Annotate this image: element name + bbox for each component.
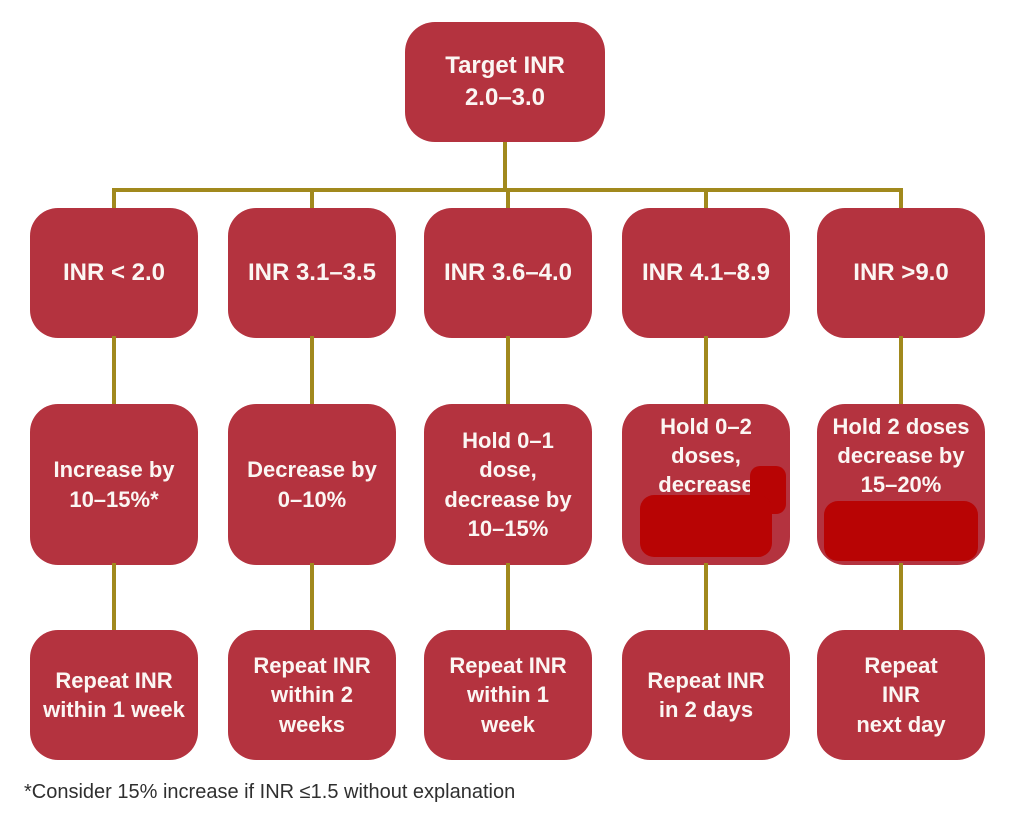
node-target-inr-label: Target INR 2.0–3.0 — [445, 51, 565, 111]
connector-action-followup-3 — [506, 563, 510, 632]
node-condition-5-label: INR >9.0 — [853, 259, 949, 287]
node-condition-4: INR 4.1–8.9 — [622, 208, 790, 338]
connector-root-drop — [503, 142, 507, 190]
node-condition-3: INR 3.6–4.0 — [424, 208, 592, 338]
redaction-overlay — [640, 495, 772, 557]
connector-action-followup-5 — [899, 563, 903, 632]
connector-stub-5 — [899, 188, 903, 210]
node-action-1: Increase by 10–15%* — [30, 404, 198, 565]
node-action-2-label: Decrease by 0–10% — [247, 457, 377, 512]
connector-stub-3 — [506, 188, 510, 210]
node-followup-1: Repeat INR within 1 week — [30, 630, 198, 760]
node-condition-5: INR >9.0 — [817, 208, 985, 338]
connector-action-followup-1 — [112, 563, 116, 632]
node-action-4: Hold 0–2 doses, decrease by 10–15% — [622, 404, 790, 565]
connector-stub-2 — [310, 188, 314, 210]
connector-stub-1 — [112, 188, 116, 210]
node-action-5: Hold 2 doses decrease by 15–20% — [817, 404, 985, 565]
connector-condition-action-1 — [112, 336, 116, 406]
node-action-3: Hold 0–1 dose, decrease by 10–15% — [424, 404, 592, 565]
connector-condition-action-4 — [704, 336, 708, 406]
connector-action-followup-2 — [310, 563, 314, 632]
node-followup-5-label: Repeat INR next day — [856, 653, 946, 737]
node-condition-2-label: INR 3.1–3.5 — [247, 259, 377, 287]
node-action-2: Decrease by 0–10% — [228, 404, 396, 565]
node-action-3-label: Hold 0–1 dose, decrease by 10–15% — [444, 428, 572, 541]
node-followup-3-label: Repeat INR within 1 week — [449, 653, 567, 737]
node-followup-4-label: Repeat INR in 2 days — [647, 667, 765, 722]
node-condition-3-label: INR 3.6–4.0 — [443, 259, 573, 287]
connector-stub-4 — [704, 188, 708, 210]
node-condition-4-label: INR 4.1–8.9 — [641, 259, 771, 287]
footnote-text: *Consider 15% increase if INR ≤1.5 witho… — [24, 781, 516, 803]
connector-condition-action-2 — [310, 336, 314, 406]
node-action-1-label: Increase by 10–15%* — [53, 457, 175, 512]
node-action-5-label: Hold 2 doses decrease by 15–20% — [832, 414, 970, 498]
node-followup-2: Repeat INR within 2 weeks — [228, 630, 396, 760]
node-condition-1-label: INR < 2.0 — [62, 259, 166, 287]
node-condition-2: INR 3.1–3.5 — [228, 208, 396, 338]
node-followup-2-label: Repeat INR within 2 weeks — [253, 653, 371, 737]
node-condition-1: INR < 2.0 — [30, 208, 198, 338]
node-followup-3: Repeat INR within 1 week — [424, 630, 592, 760]
redaction-overlay — [824, 501, 978, 561]
connector-action-followup-4 — [704, 563, 708, 632]
connector-condition-action-5 — [899, 336, 903, 406]
node-followup-1-label: Repeat INR within 1 week — [43, 667, 185, 722]
node-followup-4: Repeat INR in 2 days — [622, 630, 790, 760]
node-target-inr: Target INR 2.0–3.0 — [405, 22, 605, 142]
connector-condition-action-3 — [506, 336, 510, 406]
node-followup-5: Repeat INR next day — [817, 630, 985, 760]
